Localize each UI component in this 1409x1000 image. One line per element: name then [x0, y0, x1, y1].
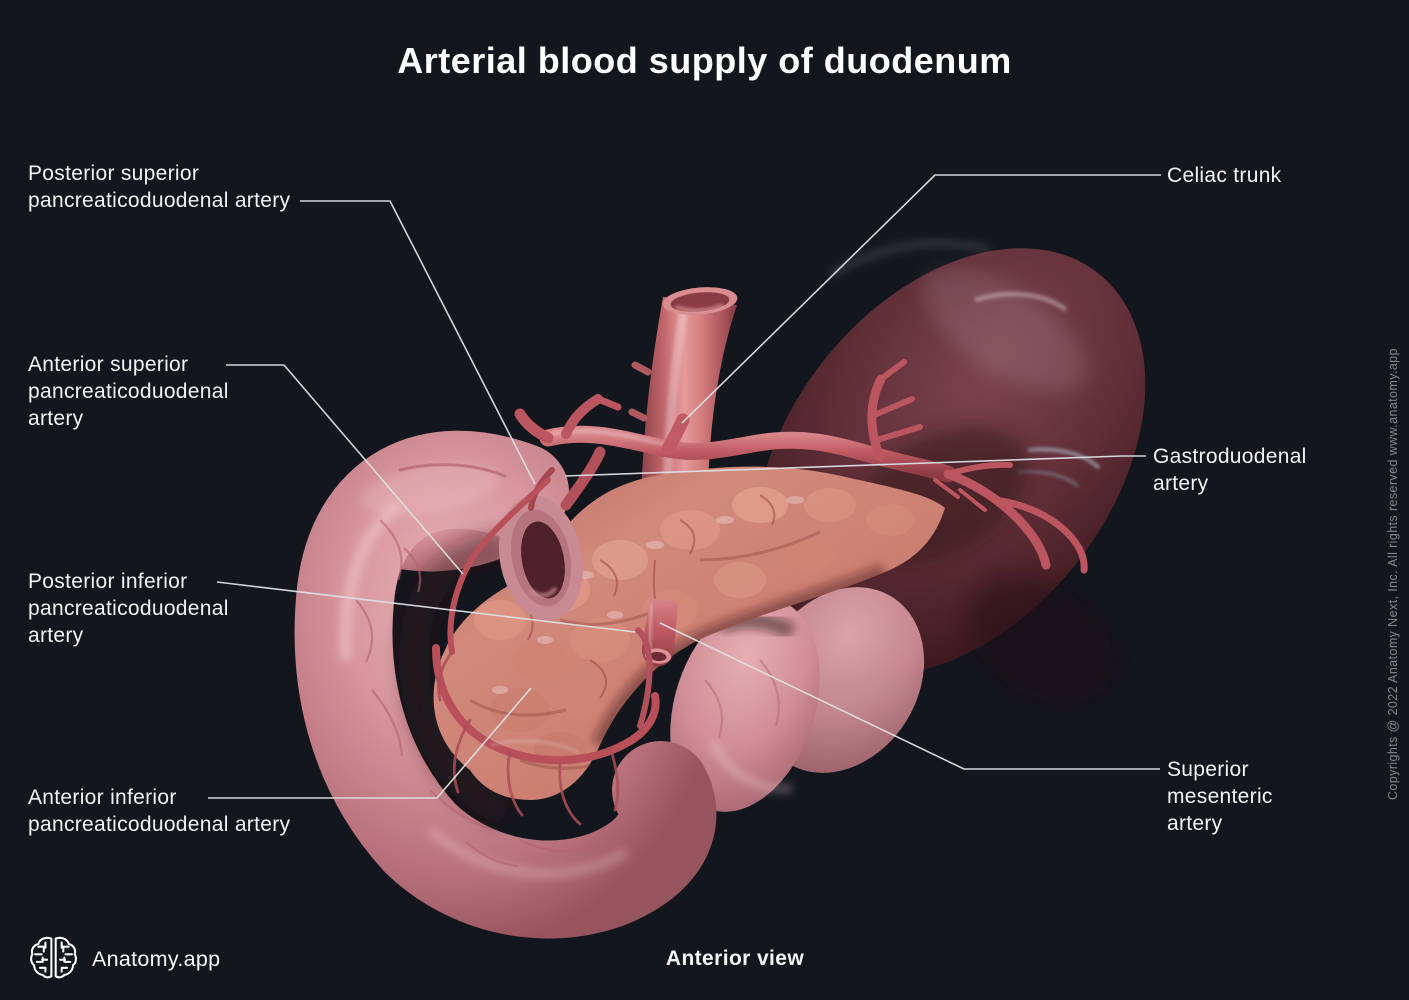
label-line: artery — [28, 407, 84, 430]
label-line: artery — [28, 624, 84, 647]
leader-gastroduodenal-artery — [564, 455, 1146, 477]
label-line: Superior — [1167, 758, 1249, 781]
label-posterior-superior-pancreaticoduodenal-artery: Posterior superior pancreaticoduodenal a… — [28, 160, 290, 214]
leader-celiac-trunk — [681, 174, 1161, 424]
leader-anterior-inferior-pda — [208, 687, 532, 799]
label-posterior-inferior-pancreaticoduodenal-artery: Posterior inferior pancreaticoduodenal a… — [28, 568, 229, 649]
view-label: Anterior view — [665, 947, 805, 970]
label-anterior-inferior-pancreaticoduodenal-artery: Anterior inferior pancreaticoduodenal ar… — [28, 784, 290, 838]
anterior-inferior-pda-segment — [432, 644, 660, 765]
brain-icon — [30, 936, 77, 979]
page-title: Arterial blood supply of duodenum — [397, 40, 1012, 81]
duodenum-cut-opening — [498, 495, 584, 621]
duodenum-surface-vessels — [355, 519, 591, 868]
label-line: pancreaticoduodenal artery — [28, 189, 291, 212]
label-line: pancreaticoduodenal artery — [28, 813, 291, 836]
brand-name: Anatomy.app — [92, 947, 221, 971]
label-line: Anterior inferior — [28, 786, 177, 809]
label-line: pancreaticoduodenal — [28, 380, 229, 403]
splenic-artery — [539, 425, 957, 483]
pancreaticoduodenal-arcade — [398, 463, 660, 826]
anterior-superior-pda-segment — [447, 477, 551, 655]
gastroduodenal-artery-segment — [560, 446, 606, 511]
duodenum — [294, 430, 717, 939]
leader-posterior-superior-pda — [300, 200, 536, 485]
label-anterior-superior-pancreaticoduodenal-artery: Anterior superior pancreaticoduodenal ar… — [28, 351, 229, 432]
label-line: mesenteric — [1167, 785, 1273, 808]
leader-superior-mesenteric-artery — [659, 622, 1160, 770]
label-line: Celiac trunk — [1167, 164, 1282, 187]
label-line: Gastroduodenal — [1153, 445, 1307, 468]
leader-lines — [208, 174, 1161, 799]
label-superior-mesenteric-artery: Superior mesenteric artery — [1167, 756, 1273, 837]
label-line: Posterior inferior — [28, 570, 188, 593]
copyright-text: Copyrights @ 2022 Anatomy Next, Inc. All… — [1386, 348, 1400, 800]
label-line: pancreaticoduodenal — [28, 597, 229, 620]
leader-posterior-inferior-pda — [216, 581, 636, 633]
jejunum — [670, 587, 925, 812]
label-line: Anterior superior — [28, 353, 189, 376]
label-line: Posterior superior — [28, 162, 200, 185]
label-gastroduodenal-artery: Gastroduodenal artery — [1153, 443, 1307, 497]
leader-anterior-superior-pda — [226, 364, 464, 575]
label-line: artery — [1153, 472, 1209, 495]
splenic-hilum-branches — [867, 359, 1088, 574]
label-celiac-trunk: Celiac trunk — [1167, 162, 1281, 189]
label-line: artery — [1167, 812, 1223, 835]
